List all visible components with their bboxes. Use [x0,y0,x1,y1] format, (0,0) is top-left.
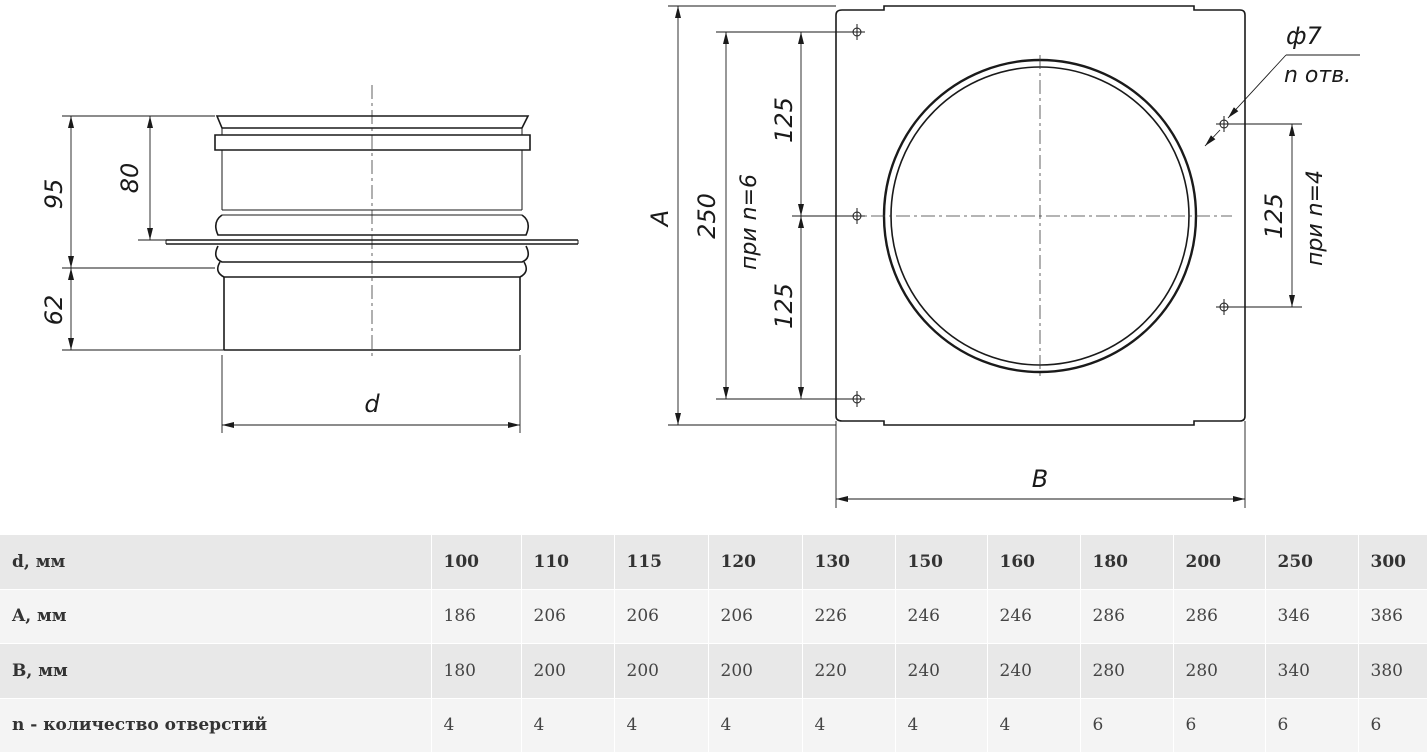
table-cell: 280 [1080,643,1174,699]
front-view: A 250 при n=6 125 125 B ф7 n отв. 125 пр… [646,5,1360,508]
table-cell: 6 [1358,698,1427,753]
table-cell: 4 [802,698,896,753]
table-cell: 250 [1265,535,1359,590]
dim-n4-label: при n=4 [1303,170,1328,266]
dim-n6-label: при n=6 [737,174,762,270]
table-cell: 180 [1080,535,1174,590]
table-cell: 130 [802,535,896,590]
table-cell: 120 [708,535,803,590]
table-cell: 200 [1173,535,1266,590]
dim-B-label: B [1032,465,1048,493]
table-cell: 286 [1080,589,1174,644]
table-cell: 280 [1173,643,1266,699]
row-label: d, мм [0,535,432,590]
table-cell: 340 [1265,643,1359,699]
table-cell: 4 [895,698,988,753]
table-cell: 386 [1358,589,1427,644]
table-cell: 240 [895,643,988,699]
dim-125-lower-label: 125 [770,283,798,329]
table-cell: 200 [614,643,709,699]
table-cell: 346 [1265,589,1359,644]
dim-125-upper-label: 125 [770,97,798,143]
table-cell: 6 [1265,698,1359,753]
dim-95-label: 95 [40,179,68,210]
table-cell: 240 [987,643,1081,699]
table-cell: 380 [1358,643,1427,699]
row-label: A, мм [0,589,432,644]
table-cell: 100 [431,535,522,590]
table-cell: 286 [1173,589,1266,644]
table-cell: 246 [895,589,988,644]
table-cell: 4 [521,698,615,753]
row-label: n - количество отверстий [0,698,432,753]
table-cell: 206 [708,589,803,644]
table-cell: 300 [1358,535,1427,590]
table-cell: 4 [708,698,803,753]
table-cell: 220 [802,643,896,699]
table-cell: 206 [521,589,615,644]
table-cell: 4 [987,698,1081,753]
dim-d-label: d [364,390,380,418]
table-cell: 160 [987,535,1081,590]
table-cell: 4 [614,698,709,753]
table-cell: 206 [614,589,709,644]
mounting-hole [1216,299,1232,315]
table-cell: 6 [1080,698,1174,753]
table-cell: 180 [431,643,522,699]
row-label: B, мм [0,643,432,699]
table-cell: 115 [614,535,709,590]
table-cell: 246 [987,589,1081,644]
technical-drawing: 95 80 62 d A [40,5,1360,508]
table-cell: 4 [431,698,522,753]
table-cell: 200 [708,643,803,699]
mounting-hole [849,391,865,407]
table-cell: 186 [431,589,522,644]
side-view: 95 80 62 d [40,85,579,433]
table-cell: 200 [521,643,615,699]
mounting-hole [849,24,865,40]
mounting-hole [849,208,865,224]
hole-diameter-label: ф7 [1286,22,1323,50]
table-cell: 226 [802,589,896,644]
table-cell: 6 [1173,698,1266,753]
dim-80-label: 80 [116,163,144,194]
table-cell: 150 [895,535,988,590]
table-cell: 110 [521,535,615,590]
dim-62-label: 62 [40,295,68,326]
dim-250-label: 250 [693,193,721,239]
mounting-hole [1216,116,1232,132]
dim-A-label: A [646,210,674,228]
dim-125-right-label: 125 [1260,193,1288,239]
n-holes-label: n отв. [1284,63,1351,88]
